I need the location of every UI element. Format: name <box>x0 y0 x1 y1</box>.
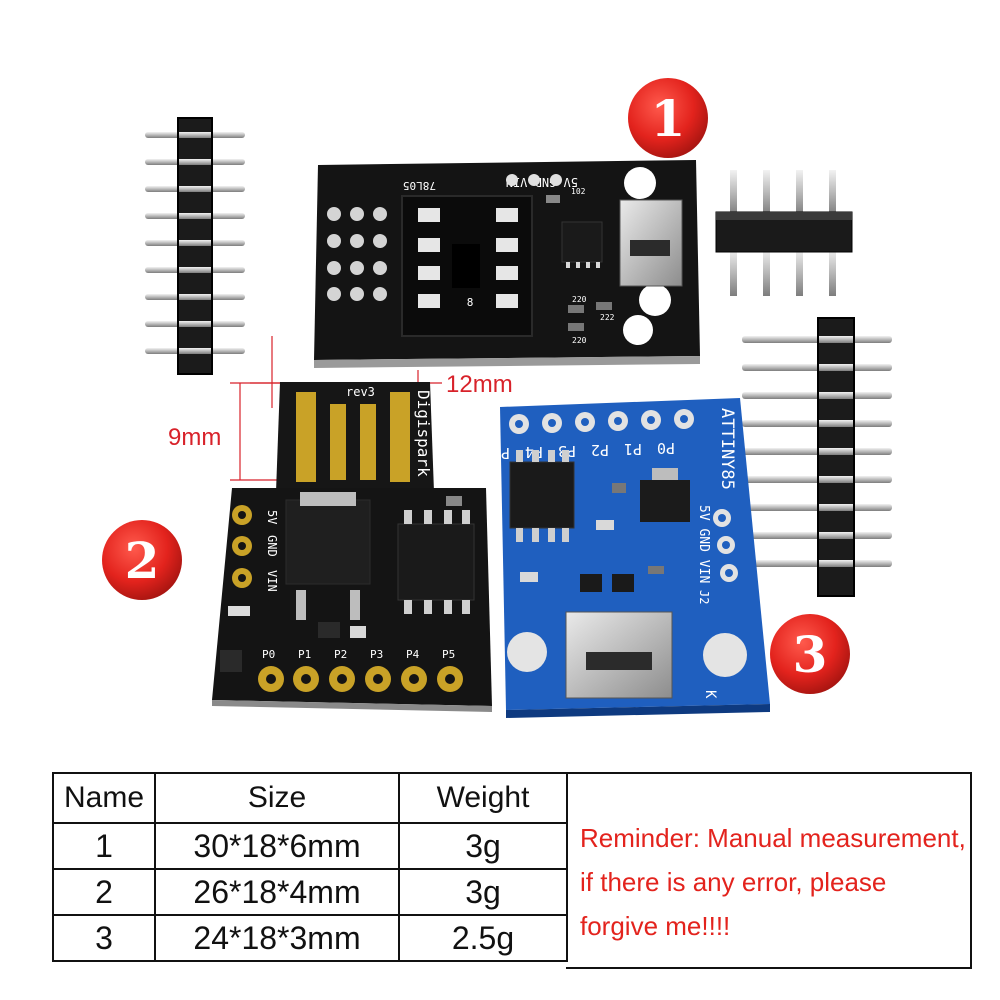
table-row: 2 26*18*4mm 3g <box>52 868 568 916</box>
svg-text:102: 102 <box>571 187 586 196</box>
badge-3: 3 <box>770 614 850 694</box>
board2-brand-label: Digispark <box>414 390 433 477</box>
dimension-12mm: 12mm <box>446 371 513 398</box>
board-2-digispark: rev3 Digispark 5V GND VIN <box>212 382 492 712</box>
badge-3-label: 3 <box>793 625 828 684</box>
table-row: 1 30*18*6mm 3g <box>52 822 568 870</box>
pin-header-right <box>742 317 892 597</box>
table-row: 3 24*18*3mm 2.5g <box>52 914 568 962</box>
svg-text:P1: P1 <box>624 440 642 458</box>
svg-text:P2: P2 <box>334 648 347 661</box>
svg-text:P0: P0 <box>262 648 275 661</box>
row-weight: 3g <box>398 822 568 870</box>
spec-grid: Name Size Weight 1 30*18*6mm 3g 2 26*18*… <box>52 772 568 962</box>
header-size: Size <box>154 772 400 824</box>
pin-header-4 <box>715 170 853 296</box>
svg-text:8: 8 <box>467 296 474 309</box>
header-weight: Weight <box>398 772 568 824</box>
row-weight: 3g <box>398 868 568 916</box>
row-size: 24*18*3mm <box>154 914 400 962</box>
board-3-attiny85: P5 P4 P3 P2 P1 P0 ATTINY85 5V GND VIN J2 <box>492 398 770 718</box>
svg-text:P5: P5 <box>442 648 455 661</box>
product-photo: 1 8 78L05 5V GND VIN <box>102 78 892 718</box>
svg-text:P2: P2 <box>591 441 609 459</box>
svg-text:P4: P4 <box>406 648 420 661</box>
board1-regulator-label: 78L05 <box>403 179 436 192</box>
row-name: 3 <box>52 914 156 962</box>
badge-1-label: 1 <box>651 89 686 148</box>
badge-2-label: 2 <box>125 531 160 590</box>
svg-text:222: 222 <box>600 313 615 322</box>
row-name: 2 <box>52 868 156 916</box>
svg-text:VIN: VIN <box>265 570 279 592</box>
svg-text:J2: J2 <box>697 590 711 604</box>
svg-text:K: K <box>702 690 718 699</box>
badge-1: 1 <box>628 78 708 158</box>
table-header-row: Name Size Weight <box>52 772 568 824</box>
board3-chip-label: ATTINY85 <box>717 408 737 490</box>
dimension-9mm: 9mm <box>168 424 221 451</box>
header-name: Name <box>52 772 156 824</box>
svg-text:P3: P3 <box>370 648 383 661</box>
spec-table: Name Size Weight 1 30*18*6mm 3g 2 26*18*… <box>52 772 974 969</box>
reminder-text: Reminder: Manual measurement, if there i… <box>580 823 966 941</box>
row-name: 1 <box>52 822 156 870</box>
board-1-programmer: 8 78L05 5V GND VIN 102 220 220 222 <box>314 160 700 368</box>
svg-text:5V: 5V <box>265 510 279 524</box>
reminder-box: Reminder: Manual measurement, if there i… <box>566 772 972 969</box>
pin-header-left <box>145 117 245 375</box>
svg-text:220: 220 <box>572 295 587 304</box>
svg-text:P1: P1 <box>298 648 311 661</box>
row-size: 30*18*6mm <box>154 822 400 870</box>
svg-text:220: 220 <box>572 336 587 345</box>
row-weight: 2.5g <box>398 914 568 962</box>
board2-rev-label: rev3 <box>346 385 375 399</box>
board3-side-pins: 5V GND VIN <box>696 505 711 583</box>
svg-text:P5: P5 <box>492 444 510 462</box>
svg-text:P0: P0 <box>657 439 675 457</box>
svg-text:GND: GND <box>265 535 279 557</box>
badge-2: 2 <box>102 520 182 600</box>
row-size: 26*18*4mm <box>154 868 400 916</box>
